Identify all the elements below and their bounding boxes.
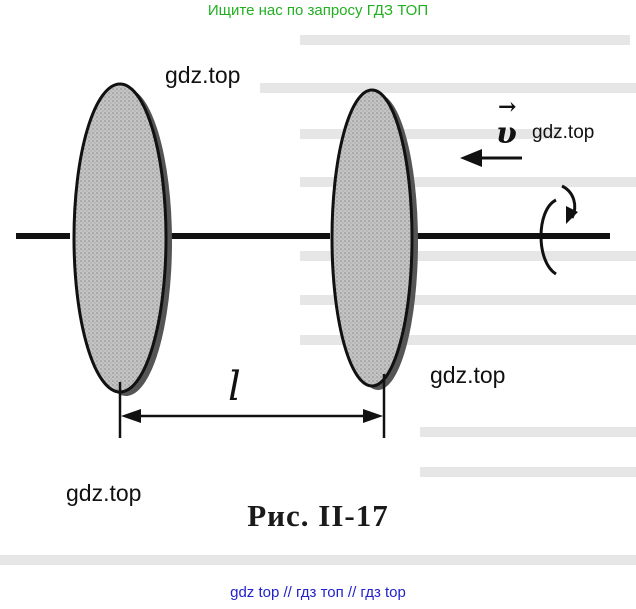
figure-caption: Рис. II-17: [247, 498, 389, 533]
watermark: gdz.top: [532, 122, 595, 143]
background-scan-lines: [0, 35, 636, 565]
rotation-arrow-icon: [539, 184, 578, 276]
velocity-label: υ→: [496, 94, 517, 151]
velocity-arrow-icon: [460, 149, 522, 167]
top-banner: Ищите нас по запросу ГДЗ ТОП: [207, 2, 429, 19]
watermark: gdz.top: [66, 480, 142, 506]
watermark: gdz.top: [430, 362, 506, 388]
right-disk: [330, 88, 418, 390]
bottom-banner: gdz top // гдз топ // гдз top: [230, 584, 406, 601]
left-disk: [72, 82, 172, 396]
vector-arrow-icon: →: [498, 94, 517, 120]
length-dimension: [118, 374, 386, 438]
watermark: gdz.top: [165, 62, 241, 88]
length-label: l: [228, 364, 241, 410]
